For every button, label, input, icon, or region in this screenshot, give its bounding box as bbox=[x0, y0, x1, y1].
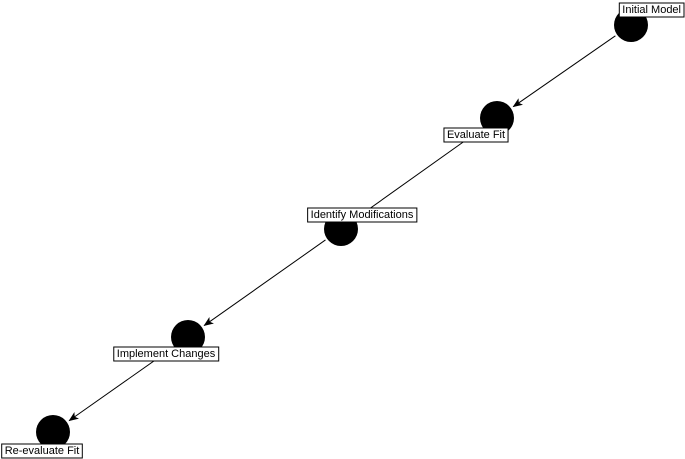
node-circle bbox=[171, 320, 205, 354]
edge-arrow-1 bbox=[512, 35, 616, 108]
node-implement-changes: Implement Changes bbox=[113, 320, 220, 362]
node-re-evaluate-fit: Re-evaluate Fit bbox=[1, 415, 83, 459]
node-label-text: Re-evaluate Fit bbox=[5, 445, 80, 457]
node-label: Re-evaluate Fit bbox=[1, 443, 83, 459]
node-label-box bbox=[113, 346, 220, 362]
node-label-box bbox=[618, 2, 685, 18]
node-identify-modifications: Identify Modifications bbox=[307, 207, 418, 246]
node-circle bbox=[36, 415, 70, 449]
node-label: Identify Modifications bbox=[307, 207, 418, 223]
node-label-box bbox=[1, 443, 83, 459]
node-label-box bbox=[307, 207, 418, 223]
node-circle bbox=[480, 101, 514, 135]
node-label: Evaluate Fit bbox=[443, 127, 509, 143]
edge-arrow-2 bbox=[356, 128, 482, 218]
node-initial-model: Initial Model bbox=[614, 2, 685, 42]
node-label-text: Implement Changes bbox=[117, 348, 216, 360]
node-label-text: Identify Modifications bbox=[311, 209, 414, 221]
node-label: Initial Model bbox=[618, 2, 685, 18]
node-label-text: Evaluate Fit bbox=[447, 129, 505, 141]
node-label-text: Initial Model bbox=[622, 4, 681, 16]
node-label-box bbox=[443, 127, 509, 143]
node-evaluate-fit: Evaluate Fit bbox=[443, 101, 514, 143]
node-label: Implement Changes bbox=[113, 346, 220, 362]
edge-arrow-3 bbox=[203, 239, 326, 327]
